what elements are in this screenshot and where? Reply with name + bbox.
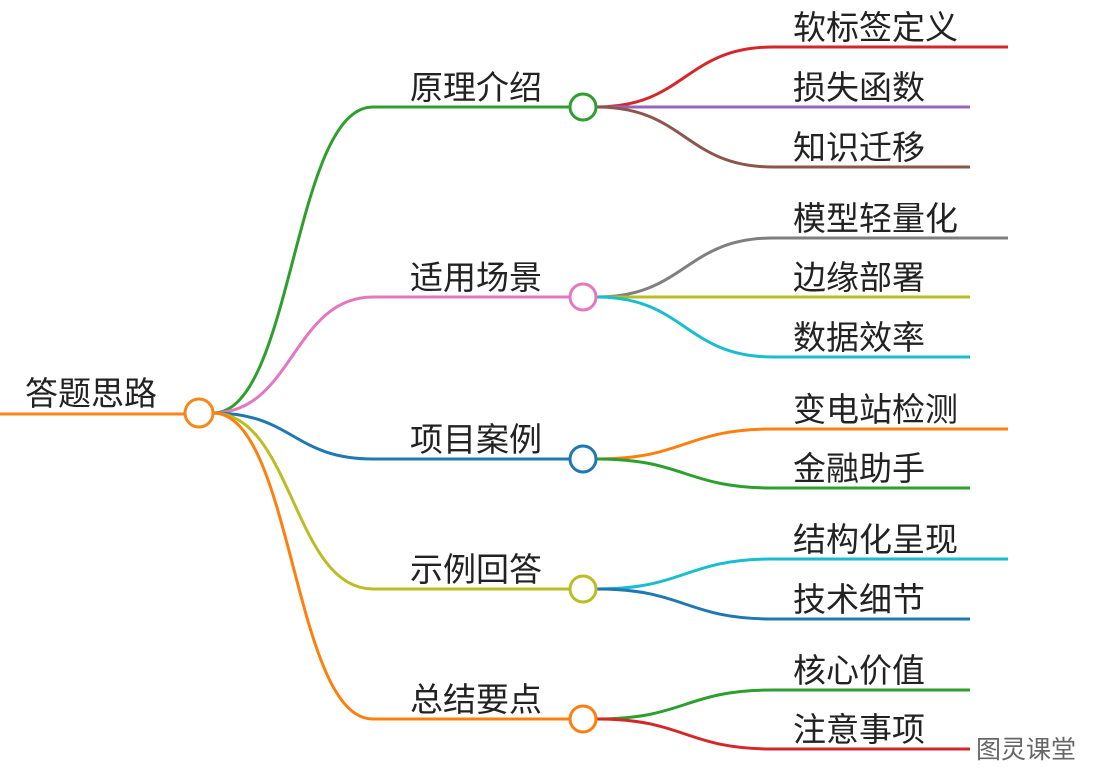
edge-branch-3-to-leaf-1: [596, 427, 774, 461]
edge-root-to-branch-1: [212, 105, 374, 415]
edge-root-to-branch-4: [212, 411, 374, 591]
leaf-label: 变电站检测: [793, 390, 958, 429]
leaf-label: 模型轻量化: [793, 199, 958, 238]
edge-root-to-branch-2: [212, 295, 374, 415]
leaf-label: 数据效率: [793, 318, 925, 357]
leaf-label: 知识迁移: [793, 128, 925, 167]
leaf-label: 软标签定义: [793, 8, 958, 47]
branch-label: 适用场景: [410, 258, 542, 297]
edge-branch-3-to-leaf-2: [596, 457, 774, 490]
branch-node-circle: [568, 92, 598, 122]
branch-node-circle: [568, 444, 598, 474]
edge-root-to-branch-3: [212, 411, 374, 461]
root-node-circle: [183, 397, 215, 429]
branch-node-circle: [568, 282, 598, 312]
branch-label: 示例回答: [410, 550, 542, 589]
leaf-label: 边缘部署: [793, 258, 925, 297]
leaf-label: 技术细节: [793, 580, 925, 619]
leaf-label: 核心价值: [793, 651, 925, 690]
branch-node-circle: [568, 574, 598, 604]
edge-branch-4-to-leaf-1: [596, 557, 774, 591]
root-label: 答题思路: [25, 374, 157, 413]
edge-branch-5-to-leaf-2: [596, 717, 774, 751]
branch-label: 原理介绍: [410, 68, 542, 107]
edge-root-to-branch-5: [212, 411, 374, 721]
edge-branch-2-to-leaf-1: [596, 236, 774, 299]
branch-label: 项目案例: [410, 420, 542, 459]
leaf-label: 金融助手: [793, 449, 925, 488]
edge-branch-2-to-leaf-3: [596, 295, 774, 359]
leaf-label: 注意事项: [793, 710, 925, 749]
branch-label: 总结要点: [410, 680, 542, 719]
edges-layer: [0, 45, 1008, 751]
watermark-text: 图灵课堂: [976, 735, 1076, 764]
edge-branch-1-to-leaf-3: [596, 105, 774, 169]
edge-branch-5-to-leaf-1: [596, 688, 774, 721]
leaf-label: 结构化呈现: [793, 520, 958, 559]
leaf-label: 损失函数: [793, 68, 925, 107]
edge-branch-4-to-leaf-2: [596, 587, 774, 621]
branch-node-circle: [568, 704, 598, 734]
edge-branch-1-to-leaf-1: [596, 45, 774, 109]
